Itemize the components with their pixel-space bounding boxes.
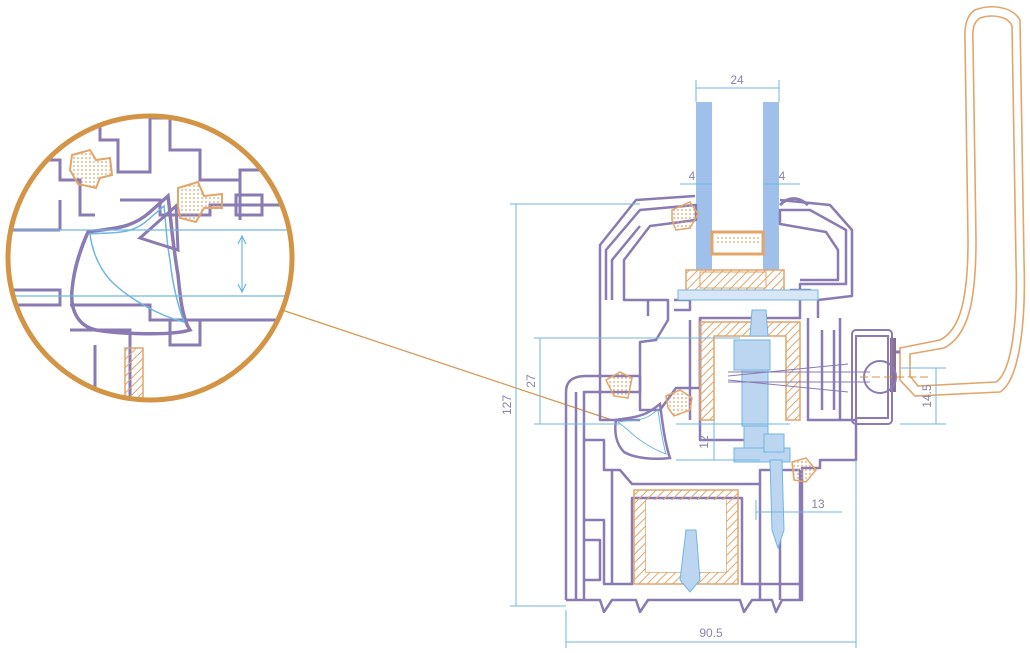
glass-pane-left: [696, 102, 712, 270]
magnifier-detail: [5, 113, 295, 403]
dim-right-pane: 4: [779, 169, 786, 183]
dim-glass-thickness: 24: [730, 73, 744, 87]
dim-overall-height: 127: [500, 395, 514, 415]
dim-sash-overlap: 27: [524, 374, 538, 388]
dimension-labels: 24 4 4 127 27 12 13 14.5 90.5: [500, 73, 934, 640]
frame-profile: [564, 374, 858, 614]
glass-pane-right: [763, 102, 779, 270]
dim-hardware-offset: 13: [811, 497, 825, 511]
dim-frame-depth: 90.5: [699, 626, 723, 640]
dimension-lines: [510, 80, 946, 648]
magnifier-ring: [5, 113, 295, 403]
gaskets: [605, 201, 817, 483]
callout-leader-line: [281, 309, 613, 421]
dim-rebate: 12: [697, 435, 711, 449]
window-handle: [890, 6, 1026, 397]
dim-handle-height: 14.5: [920, 384, 934, 408]
wedge-gasket: [614, 401, 672, 460]
spindle-lines: [727, 363, 870, 393]
outer-weather-seal: [778, 197, 809, 207]
locking-hardware: [677, 289, 819, 593]
dim-left-pane: 4: [689, 169, 696, 183]
glazing-unit: [685, 102, 785, 297]
sash-reinforcement: [699, 321, 801, 421]
